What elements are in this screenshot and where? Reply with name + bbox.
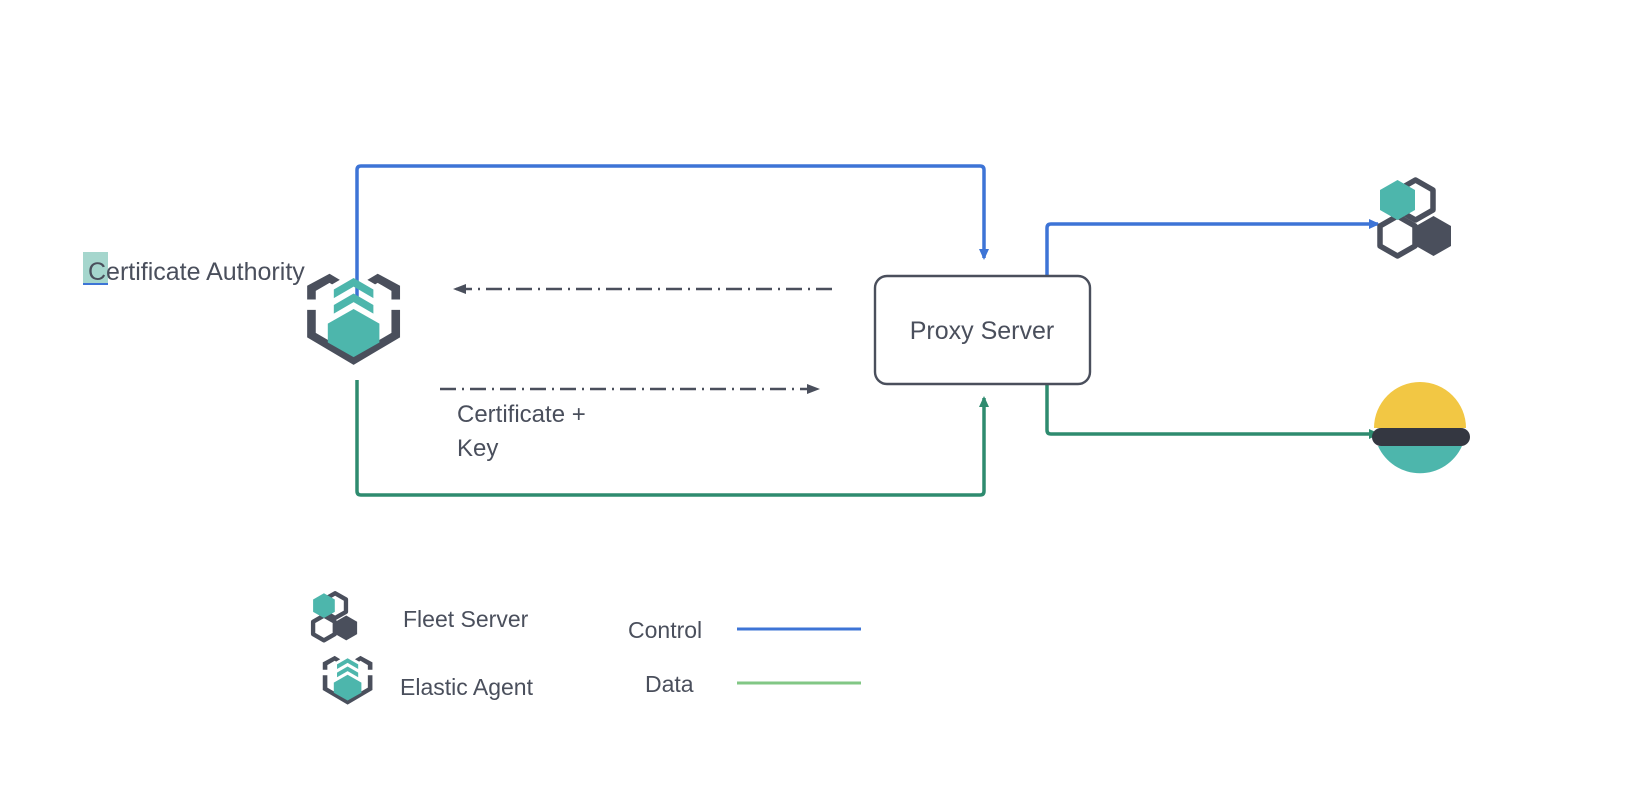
edge-proxy-to-elasticsearch-data (1045, 382, 1380, 439)
edge-proxy-to-fleet-control (1045, 219, 1380, 276)
legend-label-elastic-agent: Elastic Agent (400, 674, 534, 700)
edge-label-certificate-key-line2: Key (457, 435, 498, 462)
legend-elastic-agent-icon (322, 655, 373, 705)
elastic-agent-icon (307, 273, 401, 365)
legend-item-data: Data (645, 671, 861, 697)
proxy-server-label: Proxy Server (910, 317, 1054, 345)
edge-ca-to-proxy-control (355, 164, 989, 300)
fleet-server-icon (1377, 177, 1451, 259)
edge-label-certificate-key-line1: Certificate + (457, 401, 586, 428)
node-proxy-server[interactable]: Proxy Server (873, 274, 1092, 386)
ca-label-highlight (83, 252, 108, 284)
legend-label-control: Control (628, 617, 702, 643)
legend-fleet-server-icon (310, 591, 358, 643)
certificate-authority-label: Certificate Authority (88, 258, 305, 286)
legend-label-data: Data (645, 671, 694, 697)
legend-item-fleet-server: Fleet Server (310, 591, 529, 643)
certificate-authority-label-group: Certificate Authority (83, 252, 305, 286)
elasticsearch-icon (1372, 382, 1470, 474)
edge-ca-to-proxy-data (355, 380, 989, 497)
legend-item-elastic-agent: Elastic Agent (322, 655, 534, 705)
legend-label-fleet-server: Fleet Server (403, 606, 529, 632)
legend-item-control: Control (628, 617, 861, 643)
